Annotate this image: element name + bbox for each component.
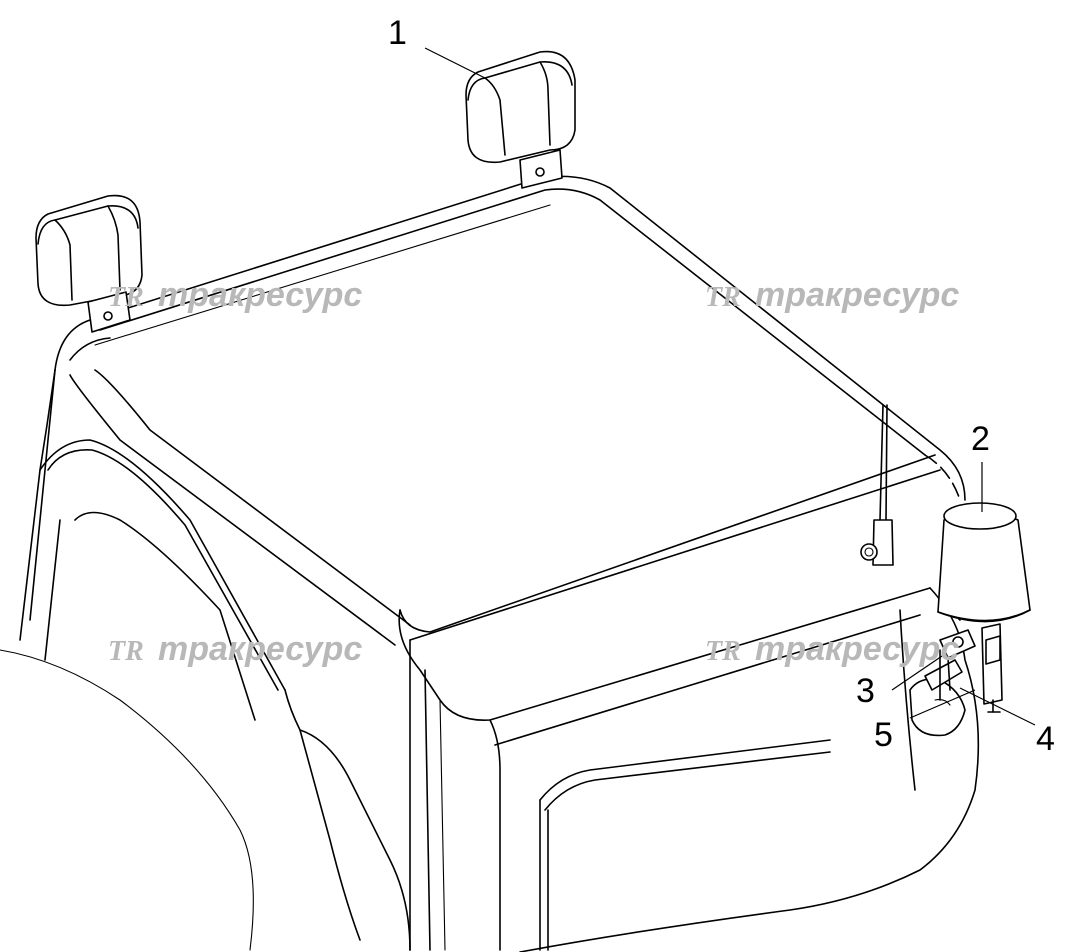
callout-3: 3 xyxy=(856,672,875,710)
antenna xyxy=(860,404,894,566)
watermark-text: тракресурс xyxy=(158,630,362,668)
leader-1 xyxy=(424,47,486,79)
callout-4: 4 xyxy=(1036,720,1055,758)
cab-body xyxy=(0,175,980,952)
watermark-top-left: TR тракресурс xyxy=(108,276,362,314)
watermark-bottom-left: TR тракресурс xyxy=(108,630,362,668)
callout-2: 2 xyxy=(971,420,990,458)
leader-lines xyxy=(424,47,1036,726)
callout-5: 5 xyxy=(874,716,893,754)
work-light-top xyxy=(465,50,576,189)
leader-4 xyxy=(959,687,1036,726)
callout-1: 1 xyxy=(388,14,407,52)
leader-5 xyxy=(909,689,976,719)
beacon-light xyxy=(924,502,1031,713)
watermark-logo: TR xyxy=(108,282,144,313)
watermark-logo: TR xyxy=(705,636,741,667)
watermark-text: тракресурс xyxy=(755,630,959,668)
watermark-text: тракресурс xyxy=(755,276,959,314)
work-light-left xyxy=(35,194,143,333)
watermark-logo: TR xyxy=(705,282,741,313)
watermark-bottom-right: TR тракресурс xyxy=(705,630,959,668)
leader-3 xyxy=(891,653,946,691)
watermark-text: тракресурс xyxy=(158,276,362,314)
watermarks: TR тракресурс TR тракресурс TR тракресур… xyxy=(108,276,959,668)
callouts: 1 2 3 4 5 xyxy=(388,14,1055,758)
watermark-logo: TR xyxy=(108,636,144,667)
watermark-top-right: TR тракресурс xyxy=(705,276,959,314)
